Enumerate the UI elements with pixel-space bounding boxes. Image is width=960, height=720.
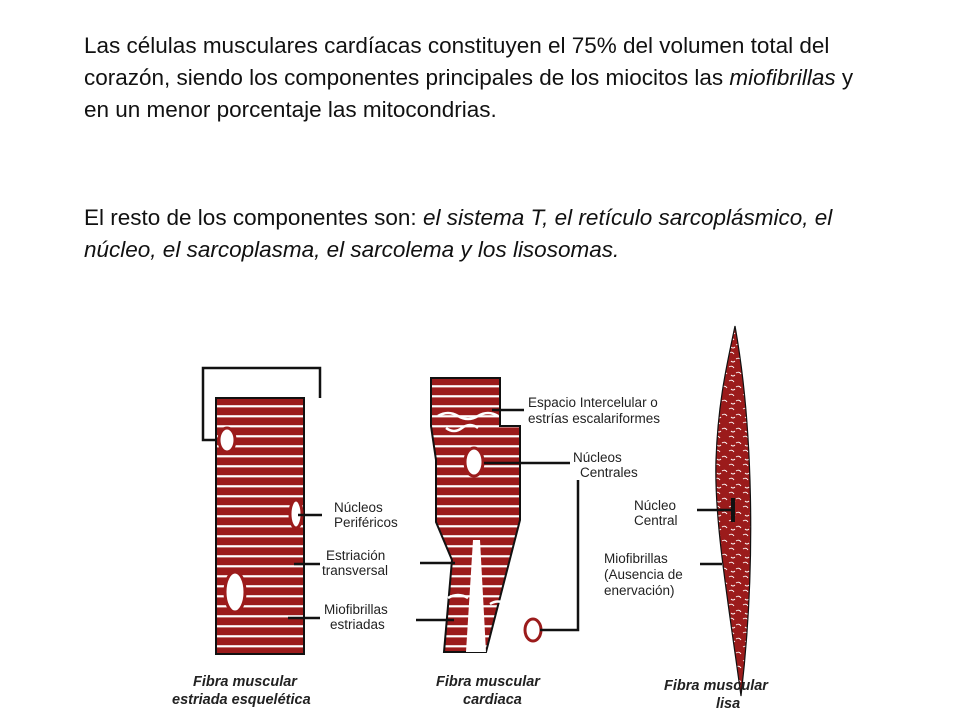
components-list: el sistema T, el retículo sarcoplásmico,… xyxy=(84,205,833,262)
intro-text-a: Las células musculares cardíacas constit… xyxy=(84,33,830,90)
label-nucleos-centrales: Núcleos Centrales xyxy=(573,450,638,480)
label-miofibrillas-lisa: Miofibrillas (Ausencia de enervación) xyxy=(604,551,687,598)
cardiac-nucleus xyxy=(463,446,485,478)
intercalated-disc xyxy=(437,411,499,433)
label-nucleos-perifericos: Núcleos Periféricos xyxy=(334,500,398,530)
label-estriacion-transversal: Estriación transversal xyxy=(322,548,389,578)
cardiac-fiber xyxy=(416,377,580,653)
caption-smooth: Fibra muscular lisa xyxy=(664,678,772,712)
skeletal-nucleus xyxy=(223,570,247,614)
label-nucleo-central: Núcleo Central xyxy=(634,498,680,528)
label-miofibrillas-estriadas: Miofibrillas estriadas xyxy=(324,602,392,632)
components-paragraph: El resto de los componentes son: el sist… xyxy=(84,202,884,266)
intro-paragraph: Las células musculares cardíacas constit… xyxy=(84,30,884,126)
components-text-a: El resto de los componentes son: xyxy=(84,205,423,230)
cardiac-fiber-body xyxy=(430,377,521,653)
skeletal-nucleus xyxy=(217,426,237,454)
cardiac-branch-gap xyxy=(466,540,486,652)
leader-line xyxy=(540,480,580,632)
smooth-fiber xyxy=(697,325,752,697)
label-espacio-intercelular: Espacio Intercelular o estrías escalarif… xyxy=(528,395,662,426)
intro-text-emphasis: miofibrillas xyxy=(729,65,836,90)
skeletal-bracket xyxy=(201,366,322,442)
skeletal-fiber xyxy=(201,366,322,655)
cardiac-nucleus xyxy=(523,617,543,643)
intercalated-disc xyxy=(447,593,507,606)
caption-cardiac: Fibra muscular cardiaca xyxy=(436,674,544,708)
caption-skeletal: Fibra muscular estriada esquelética xyxy=(172,674,311,708)
intro-text-b: y en un menor porcentaje las mitocondria… xyxy=(84,65,854,122)
